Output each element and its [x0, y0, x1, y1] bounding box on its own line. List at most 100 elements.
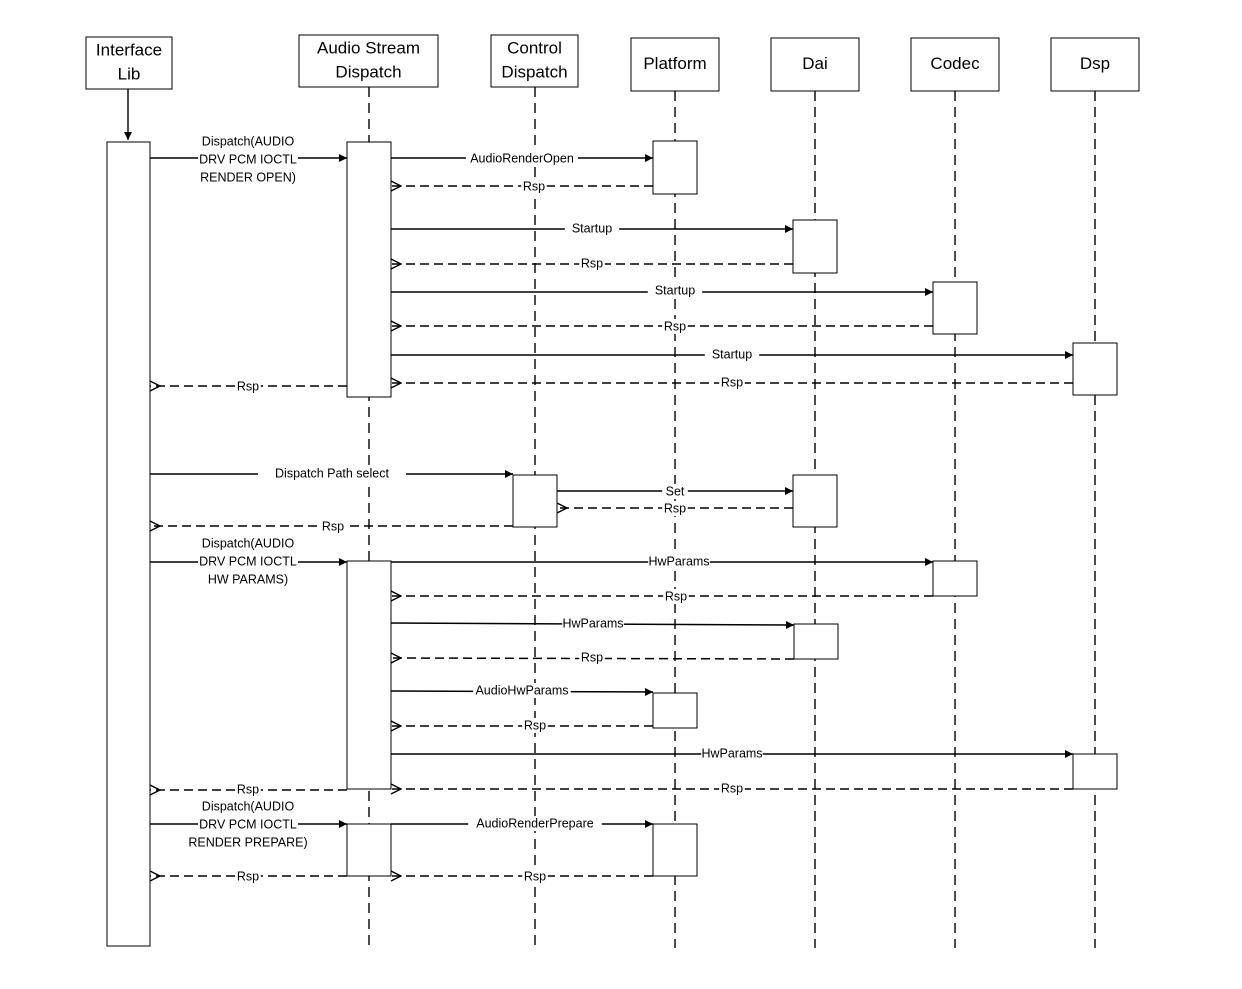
label-background [198, 554, 298, 570]
call-message: Startup [391, 283, 933, 298]
return-message: Rsp [150, 782, 347, 797]
call-message: AudioRenderOpen [391, 151, 653, 166]
return-message: Rsp [391, 179, 653, 194]
message-label: Rsp [524, 869, 546, 883]
label-background [235, 782, 261, 797]
participant-dai: Dai [770, 37, 860, 92]
return-message: Rsp [150, 379, 347, 394]
return-message: Rsp [150, 869, 347, 884]
message-label: Startup [712, 347, 752, 361]
message-label: Rsp [581, 256, 603, 270]
participant-box-il [85, 36, 173, 90]
message-label: AudioRenderOpen [470, 151, 574, 165]
call-message: AudioHwParams [390, 683, 654, 698]
call-message: HwParams [391, 554, 933, 569]
message-label: Rsp [721, 781, 743, 795]
label-background [662, 319, 688, 334]
message-label: Dispatch(AUDIO [202, 536, 295, 550]
participant-label: Codec [930, 54, 980, 73]
return-message: Rsp [391, 589, 933, 604]
activation-bar-asd [346, 823, 392, 877]
activation-bar-il [106, 141, 151, 947]
message-label: Rsp [665, 589, 687, 603]
activation-bar-dai [792, 219, 838, 274]
message-label: Rsp [664, 319, 686, 333]
label-background [466, 151, 578, 166]
message-label: Rsp [524, 718, 546, 732]
message-label: HwParams [562, 616, 623, 630]
return-message: Rsp [391, 256, 793, 271]
activation-bar-dai [792, 474, 838, 528]
participant-box-codec [910, 37, 1000, 92]
label-background [701, 746, 763, 761]
participant-label: Interface [96, 40, 162, 59]
activation-bar-dsp [1072, 342, 1118, 396]
message-label: Startup [572, 221, 612, 235]
participant-box-cd [490, 34, 579, 88]
message-label: AudioRenderPrepare [476, 816, 593, 830]
call-message: Dispatch Path select [150, 466, 513, 481]
message-label: Rsp [523, 179, 545, 193]
participant-box-plat [630, 37, 720, 92]
label-background [579, 650, 605, 665]
participant-label: Lib [118, 64, 141, 83]
participant-label: Audio Stream [317, 38, 420, 57]
label-background [473, 683, 571, 698]
call-message: Startup [391, 221, 793, 236]
message-label: Rsp [322, 519, 344, 533]
label-background [235, 869, 261, 884]
message-label: Rsp [237, 379, 259, 393]
label-background [198, 152, 298, 168]
participant-box-asd [298, 34, 439, 88]
activation-bar-codec [932, 281, 978, 335]
activation-bar-dsp [1072, 753, 1118, 790]
label-background [198, 817, 298, 833]
call-message: HwParams [390, 616, 795, 631]
label-background [564, 221, 620, 236]
return-message: Rsp [150, 519, 513, 534]
activation-bar-cd [512, 474, 558, 528]
activation-bar-dai [793, 623, 839, 660]
return-message: Rsp [391, 650, 795, 665]
message-label: Rsp [721, 375, 743, 389]
participant-label: Dsp [1080, 54, 1110, 73]
label-background [235, 379, 261, 394]
message-label: HwParams [701, 746, 762, 760]
message-label: HW PARAMS) [208, 572, 288, 586]
participant-dsp: Dsp [1050, 37, 1140, 92]
message-label: DRV PCM IOCTL [199, 554, 297, 568]
label-background [662, 501, 688, 516]
label-background [258, 466, 406, 481]
participant-label: Dispatch [335, 62, 401, 81]
message-label: HwParams [648, 554, 709, 568]
participant-box-dai [770, 37, 860, 92]
label-background [704, 347, 760, 362]
message-label: Dispatch(AUDIO [202, 799, 295, 813]
label-background [320, 519, 346, 534]
participant-label: Dai [802, 54, 828, 73]
message-label: Set [666, 484, 685, 498]
message-label: DRV PCM IOCTL [199, 817, 297, 831]
label-background [468, 816, 602, 831]
message-label: RENDER PREPARE) [188, 835, 307, 849]
message-label: Rsp [581, 650, 603, 664]
message-label: Startup [655, 283, 695, 297]
call-message: AudioRenderPrepare [391, 816, 653, 831]
label-background [719, 781, 745, 796]
activation-bar-plat [652, 692, 698, 729]
return-message: Rsp [557, 501, 793, 516]
participant-plat: Platform [630, 37, 720, 92]
activation-bar-asd [346, 560, 392, 790]
call-message: Set [557, 484, 793, 499]
message-label: DRV PCM IOCTL [199, 152, 297, 166]
call-message: HwParams [391, 746, 1073, 761]
call-message: Startup [391, 347, 1073, 362]
activation-bar-plat [652, 823, 698, 877]
message-label: AudioHwParams [475, 683, 568, 697]
label-background [522, 718, 548, 733]
